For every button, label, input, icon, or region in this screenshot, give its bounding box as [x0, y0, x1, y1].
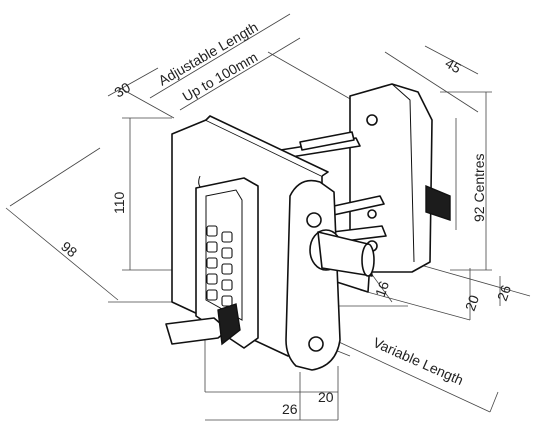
dim-110: 110 [111, 191, 127, 214]
dim-45: 45 [443, 55, 465, 77]
key [221, 231, 233, 243]
dim-16: 16 [372, 279, 392, 299]
dim-20-right: 20 [462, 293, 482, 313]
key [221, 247, 233, 259]
key [221, 263, 233, 275]
front-plate [285, 179, 375, 371]
dimension-lines [5, 13, 531, 421]
dim-26-right: 26 [494, 283, 514, 303]
key [206, 241, 218, 253]
dim-92-centres: 92 Centres [471, 154, 487, 222]
dim-30: 30 [112, 79, 134, 101]
dim-98: 98 [58, 238, 80, 260]
keypad-housing [195, 177, 259, 349]
variable-length-label: Variable Length [371, 334, 466, 388]
dim-20-bottom: 20 [318, 389, 334, 405]
dim-26-bottom: 26 [282, 401, 298, 417]
key [221, 295, 233, 307]
key [206, 289, 218, 301]
keypad-keys [206, 225, 233, 323]
key [221, 279, 233, 291]
key [206, 273, 218, 285]
key [206, 257, 218, 269]
key [206, 225, 218, 237]
thumb-turn [165, 303, 241, 346]
